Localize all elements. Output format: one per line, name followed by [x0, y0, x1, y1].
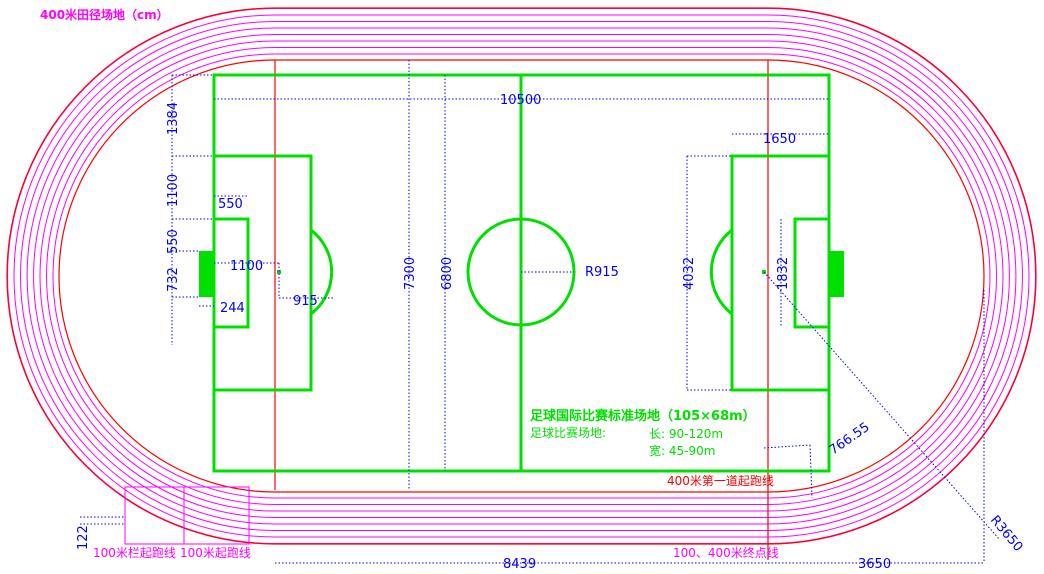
label-track-radius: R3650	[987, 513, 1026, 555]
dimension-lines	[80, 60, 1001, 564]
label-field-width: 6800	[440, 257, 455, 290]
pitch-info: 足球国际比赛标准场地（105×68m） 足球比赛场地: 长: 90-120m 宽…	[530, 408, 756, 458]
label-lane-width: 122	[76, 525, 91, 550]
label-penalty-side: 1100	[166, 174, 181, 207]
label-straight: 8439	[503, 557, 536, 572]
label-goal-area: 550	[218, 197, 243, 212]
label-penalty-width: 4032	[682, 257, 697, 290]
football-pitch	[199, 73, 844, 473]
label-curve: 3650	[858, 557, 891, 572]
label-width-outer: 7300	[403, 257, 418, 290]
dimension-labels: 10500 7300 6800 1384 1100 550 732 550 11…	[76, 93, 1026, 572]
label-center-radius: R915	[585, 265, 619, 280]
info-length: 长: 90-120m	[649, 427, 723, 441]
label-100m-start: 100米起跑线	[180, 546, 251, 560]
label-penalty-spot: 1100	[230, 259, 263, 274]
diagram-title: 400米田径场地（cm）	[40, 7, 169, 22]
label-penalty-depth: 1650	[763, 132, 796, 147]
label-goal-depth: 244	[220, 301, 245, 316]
label-arc-radius: 915	[293, 294, 318, 309]
label-hurdles-start: 100米栏起跑线	[93, 545, 176, 560]
label-400m-start: 400米第一道起跑线	[667, 474, 774, 488]
label-top-offset: 1384	[166, 102, 181, 135]
info-heading: 足球国际比赛标准场地（105×68m）	[530, 408, 756, 424]
label-goal-side: 550	[166, 229, 181, 254]
info-width: 宽: 45-90m	[649, 443, 715, 458]
label-field-length: 10500	[500, 93, 541, 108]
label-goal-width: 732	[166, 267, 181, 292]
start-area	[124, 486, 250, 545]
info-label: 足球比赛场地:	[530, 425, 606, 440]
label-goal-area-width: 1832	[776, 257, 791, 290]
label-finish: 100、400米终点线	[673, 545, 779, 560]
label-corner: 766.55	[827, 420, 873, 458]
